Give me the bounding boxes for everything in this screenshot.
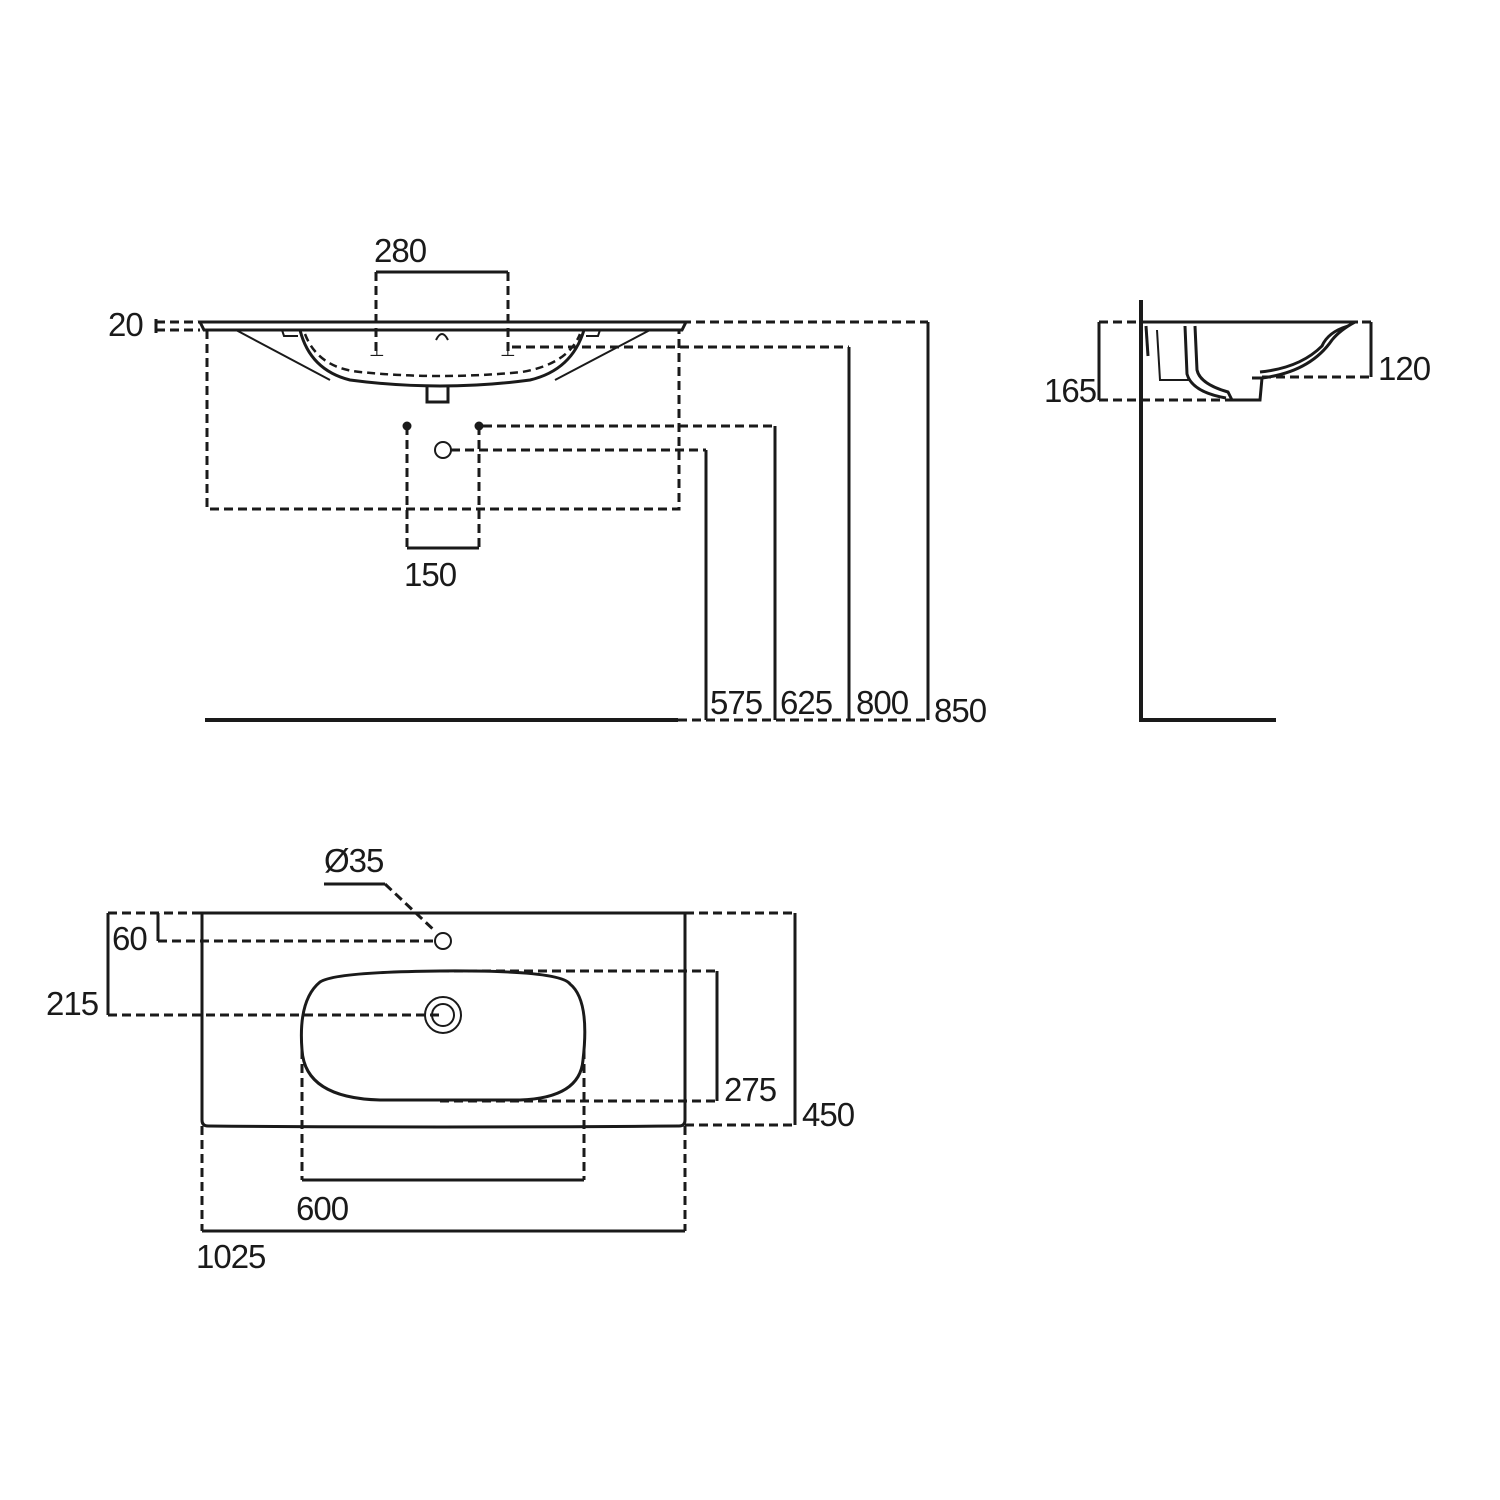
dim-215: 215 [46,985,98,1022]
basin-rim [197,320,689,332]
wall-and-floor [1139,300,1276,722]
dim-800: 800 [856,684,909,721]
front-view: ⊥ ⊥ 280 20 150 575 625 80 [108,232,988,729]
tap-hole [434,932,452,950]
basin-bowl [298,329,586,388]
dim-150: 150 [404,556,457,593]
waste-outer [424,996,462,1034]
dim-450: 450 [802,1096,855,1133]
basin-plan-outline [200,911,687,1129]
basin-left-chamfer [235,329,331,381]
dim-diameter-35: Ø35 [324,842,383,879]
waste-point [434,441,452,459]
dim-120: 120 [1378,350,1431,387]
dim-60: 60 [112,920,147,957]
dim-165: 165 [1044,372,1096,409]
dim-275: 275 [724,1071,776,1108]
dim-20: 20 [108,306,143,343]
waste-outlet [425,386,450,404]
dim-600: 600 [296,1190,349,1227]
dim-280: 280 [374,232,427,269]
plan-view: Ø35 60 215 275 450 600 1025 [46,842,856,1275]
overflow-symbol [435,333,449,341]
side-view: 165 120 [1044,300,1432,722]
dim-850: 850 [934,692,987,729]
dim-625: 625 [780,684,832,721]
cabinet-outline [205,330,681,511]
basin-right-chamfer [554,329,651,381]
bowl-plan [299,969,587,1102]
basin-bowl-inner [303,333,582,378]
dim-575: 575 [710,684,762,721]
dim-1025: 1025 [196,1238,265,1275]
